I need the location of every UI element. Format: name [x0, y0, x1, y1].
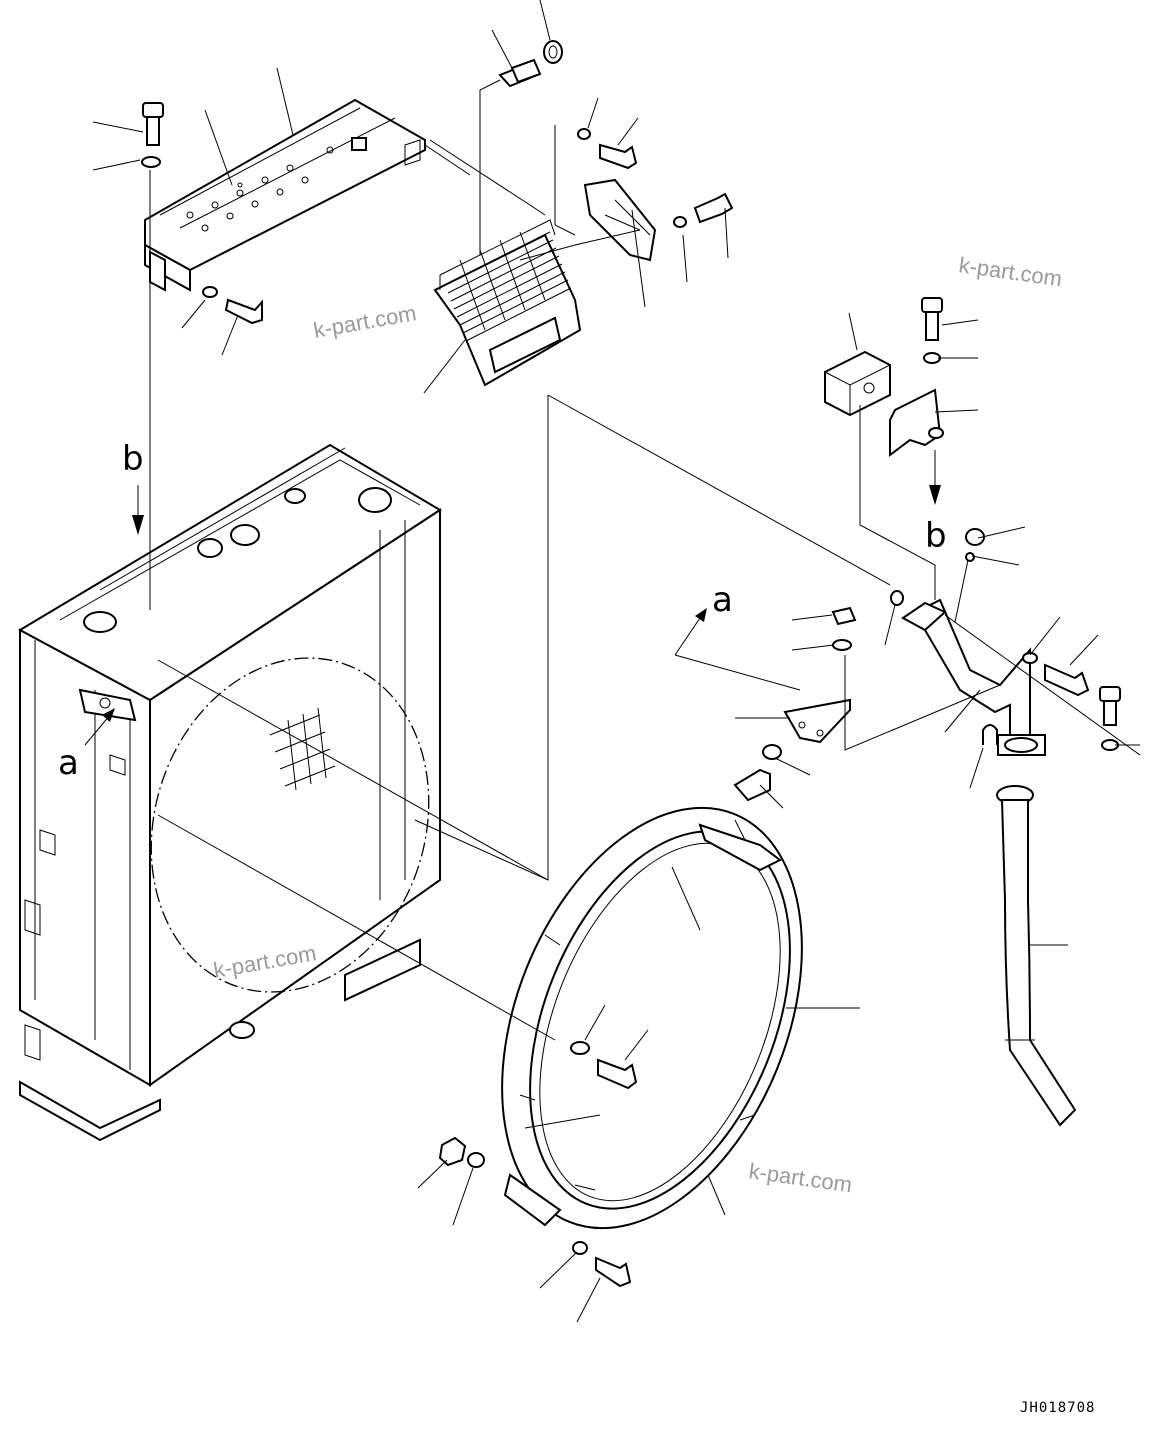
view-arrow-a-right — [674, 608, 707, 656]
cap-small — [965, 528, 985, 562]
nut-shroud-lower — [438, 1136, 485, 1168]
view-label-a-left: a — [58, 743, 79, 783]
bolt-shroud-center — [570, 1041, 638, 1090]
mounting-bracket — [583, 178, 657, 262]
coolant-pipe — [890, 590, 1046, 756]
bolt-clamp — [921, 297, 943, 364]
view-label-b-right: b — [925, 516, 947, 556]
alignment-lines — [149, 79, 1141, 1041]
shroud-bracket — [783, 698, 851, 744]
watermark-4: k-part.com — [747, 1158, 853, 1197]
fan-shroud — [501, 806, 803, 1230]
watermark-2: k-part.com — [957, 252, 1063, 291]
view-label-b-left: b — [122, 439, 144, 479]
clamp-bracket — [889, 388, 944, 457]
bolt-shroud-bracket — [733, 744, 782, 802]
bolt-bracket — [577, 128, 734, 228]
view-arrow-b-left — [132, 485, 144, 535]
bolt-shroud-lower — [572, 1241, 632, 1288]
nut-washer-mid — [831, 606, 857, 651]
leader-lines — [92, 0, 1140, 1323]
coolant-hose — [996, 785, 1077, 1127]
cooler-grill — [433, 219, 582, 387]
bolt-top-left — [141, 102, 164, 168]
elbow-fitting — [498, 40, 563, 88]
view-arrow-a-left — [84, 708, 115, 746]
top-guard-plate — [144, 98, 426, 292]
bolt-pipe — [1022, 652, 1121, 751]
watermark-1: k-part.com — [312, 300, 419, 343]
bolt-lower-guard — [202, 286, 263, 325]
radiator-assembly — [17, 443, 442, 1142]
view-arrow-b-right — [929, 450, 941, 505]
rubber-block — [824, 350, 891, 417]
u-bolt — [982, 724, 998, 745]
drawing-code: JH018708 — [1020, 1400, 1095, 1416]
view-label-a-right: a — [712, 580, 733, 620]
